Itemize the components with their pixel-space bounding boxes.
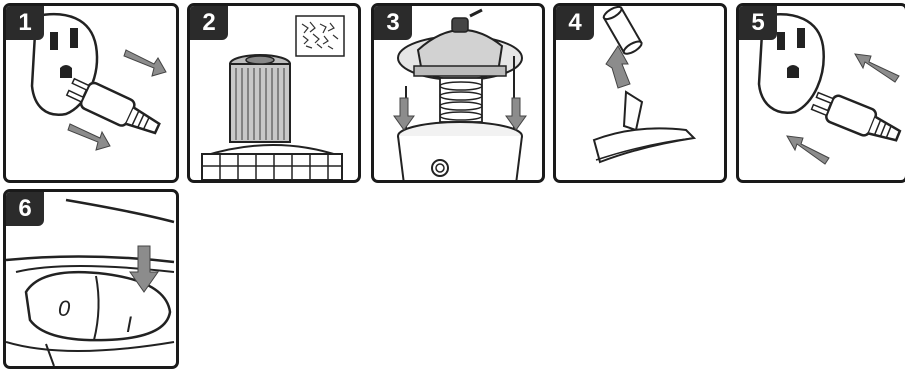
step-number-badge: 6: [6, 192, 44, 226]
step-4-panel: 4: [553, 3, 727, 183]
step-2-panel: 2: [187, 3, 361, 183]
switch-off-label: 0: [58, 296, 71, 321]
step-number-badge: 1: [6, 6, 44, 40]
step-3-panel: 3: [371, 3, 545, 183]
step-1-panel: 1: [3, 3, 179, 183]
step-number-badge: 2: [190, 6, 228, 40]
step-6-panel: 6 0 I: [3, 189, 179, 369]
step-number-badge: 5: [739, 6, 777, 40]
step-number-badge: 4: [556, 6, 594, 40]
step-5-panel: 5: [736, 3, 905, 183]
step-number-badge: 3: [374, 6, 412, 40]
switch-on-label: I: [126, 312, 132, 337]
